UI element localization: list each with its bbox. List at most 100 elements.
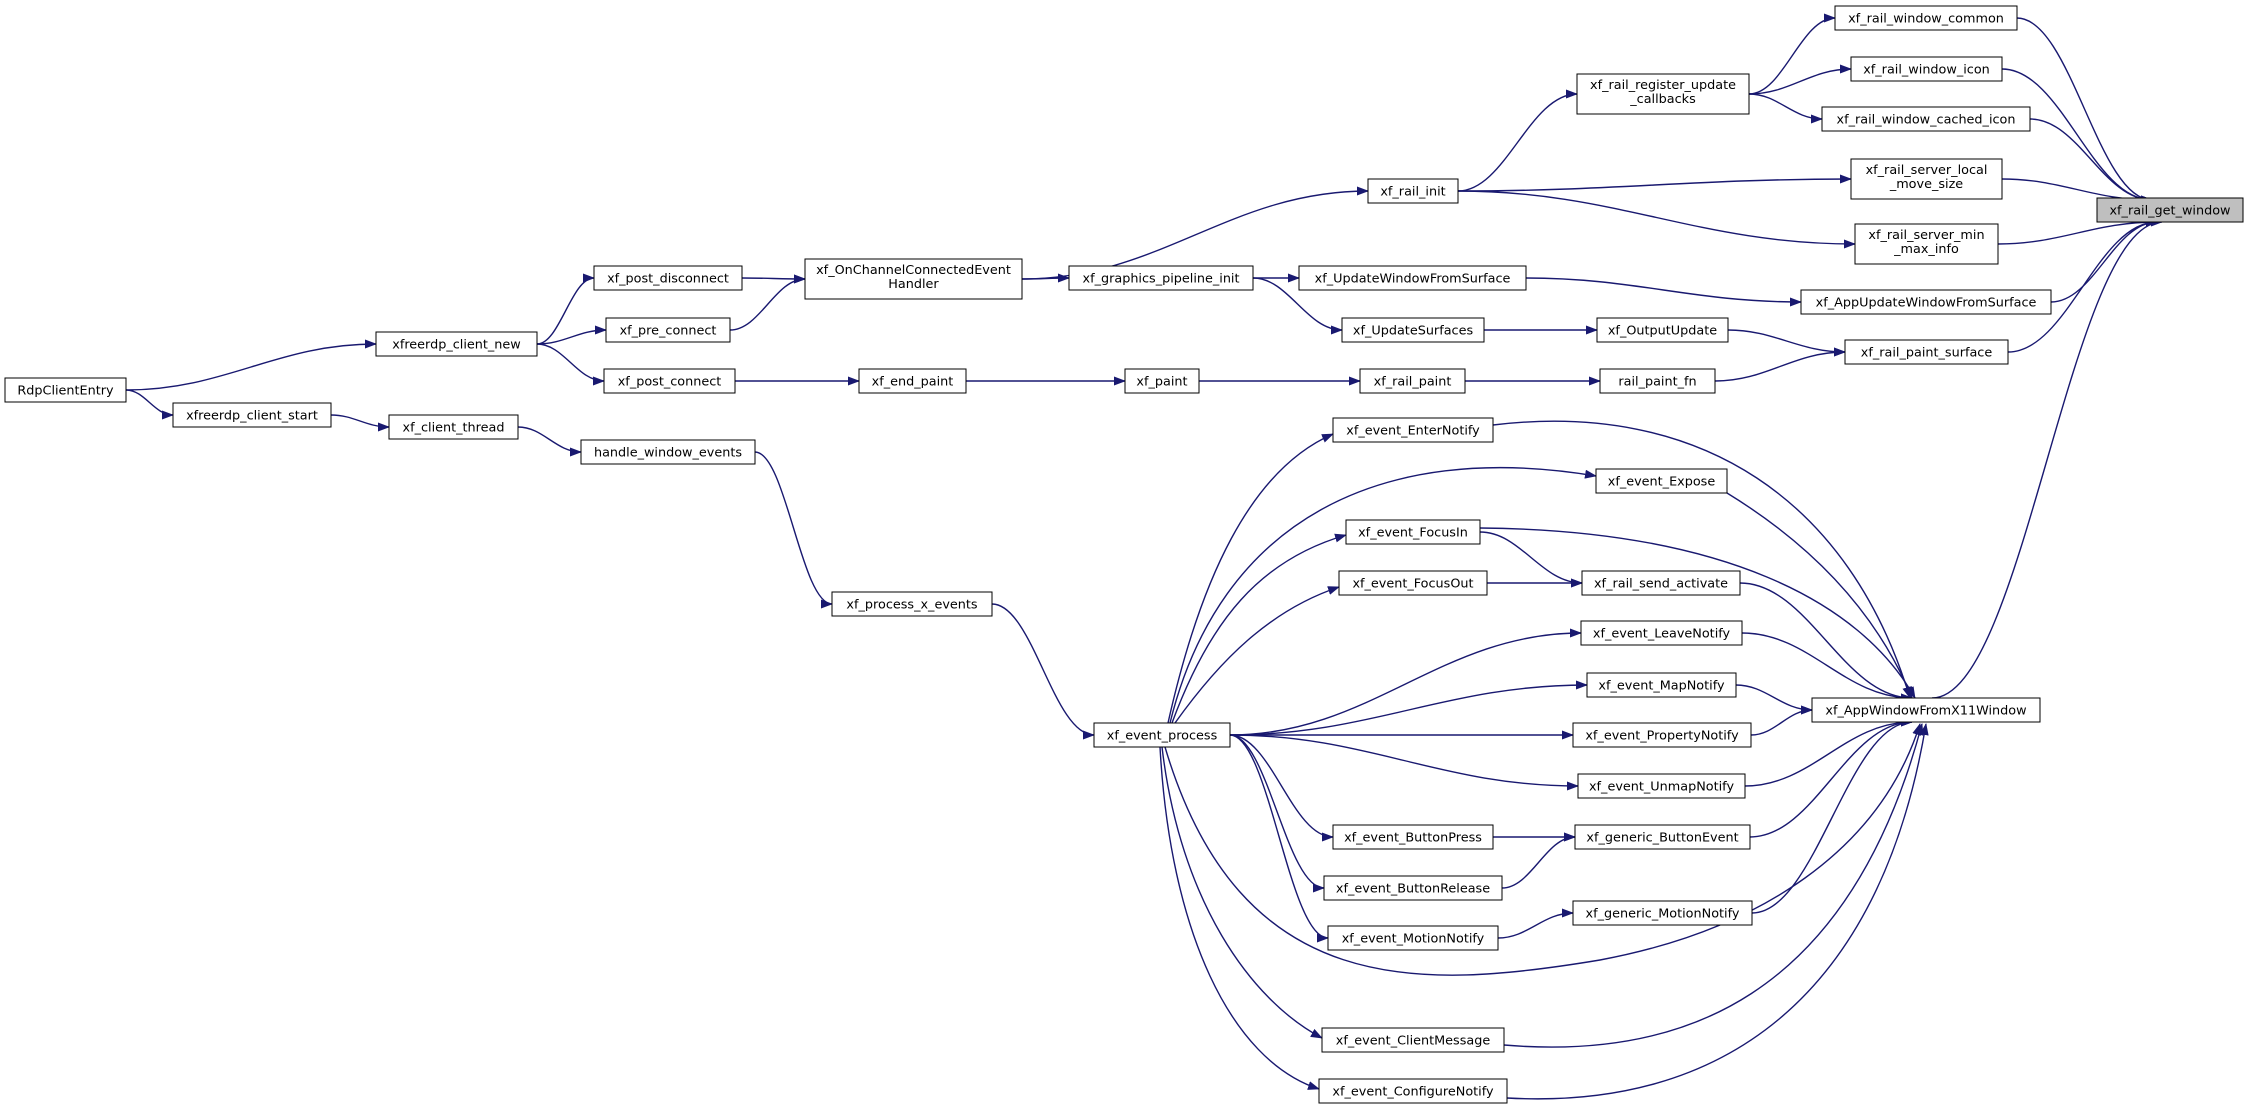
node-xf-event-expose[interactable]: xf_event_Expose	[1595, 468, 1728, 494]
node-label: xf_event_ButtonPress	[1344, 831, 1482, 846]
edge-rdpcliententry-to-xfreerdp-client-new	[125, 339, 377, 391]
node-rail-paint-fn[interactable]: rail_paint_fn	[1599, 368, 1716, 394]
edge-line	[1714, 347, 1846, 382]
node-xf-pre-connect[interactable]: xf_pre_connect	[605, 317, 731, 343]
node-xf-process-x-events[interactable]: xf_process_x_events	[831, 591, 993, 617]
node-rdpcliententry[interactable]: RdpClientEntry	[4, 377, 127, 403]
node-label: xf_post_disconnect	[607, 272, 729, 287]
node-xf-rail-window-cached-icon[interactable]: xf_rail_window_cached_icon	[1821, 106, 2031, 132]
node-xf-generic-buttonevent[interactable]: xf_generic_ButtonEvent	[1574, 824, 1751, 850]
node-xf-updatewindowfromsurface[interactable]: xf_UpdateWindowFromSurface	[1298, 265, 1527, 291]
edge-xf-event-process-to-xf-event-focusout	[1174, 586, 1340, 724]
node-xf-rail-paint-surface[interactable]: xf_rail_paint_surface	[1844, 339, 2009, 365]
edge-xf-client-thread-to-handle-window-events	[517, 426, 582, 457]
node-xf-event-process[interactable]: xf_event_process	[1093, 722, 1231, 748]
edge-xf-rail-init-to-xf-rail-register-update-callbacks	[1457, 89, 1578, 192]
node-xf-rail-send-activate[interactable]: xf_rail_send_activate	[1581, 570, 1741, 596]
edge-xf-rail-init-to-xf-rail-server-min-max-info	[1457, 190, 1856, 249]
node-box	[1093, 722, 1231, 748]
node-xf-event-clientmessage[interactable]: xf_event_ClientMessage	[1321, 1027, 1505, 1053]
node-label: xf_event_LeaveNotify	[1593, 627, 1731, 642]
node-xf-event-buttonpress[interactable]: xf_event_ButtonPress	[1332, 824, 1494, 850]
edge-xf-event-expose-to-xf-appwindowfromx11window	[1726, 492, 1913, 699]
edge-line	[1021, 273, 1070, 283]
edge-line	[1229, 734, 1325, 893]
node-xf-event-mapnotify[interactable]: xf_event_MapNotify	[1586, 672, 1737, 698]
edge-line	[1741, 632, 1913, 703]
node-box	[1586, 672, 1737, 698]
node-xf-event-enternotify[interactable]: xf_event_EnterNotify	[1332, 417, 1494, 443]
node-xf-event-focusin[interactable]: xf_event_FocusIn	[1345, 519, 1481, 545]
edge-xfreerdp-client-new-to-xf-pre-connect	[536, 325, 607, 345]
node-xf-outputupdate[interactable]: xf_OutputUpdate	[1596, 317, 1729, 343]
node-xf-event-focusout[interactable]: xf_event_FocusOut	[1338, 570, 1488, 596]
edge-line	[1748, 64, 1852, 95]
edge-xf-appupdatewindowfromsurface-to-xf-rail-get-window	[2050, 217, 2158, 303]
node-box	[1323, 875, 1503, 901]
node-xf-rail-paint[interactable]: xf_rail_paint	[1359, 368, 1466, 394]
node-handle-window-events[interactable]: handle_window_events	[580, 439, 756, 465]
node-xf-client-thread[interactable]: xf_client_thread	[388, 414, 519, 440]
edge-line	[1501, 832, 1576, 889]
edge-xf-event-process-to-xf-event-mapnotify	[1229, 680, 1588, 736]
edge-xf-rail-register-update-callbacks-to-xf-rail-window-icon	[1748, 64, 1852, 95]
node-label: xf_AppWindowFromX11Window	[1825, 704, 2026, 719]
node-xf-rail-window-common[interactable]: xf_rail_window_common	[1834, 5, 2018, 31]
edge-line	[1229, 734, 1329, 943]
edge-line	[1229, 734, 1579, 791]
node-xf-rail-register-update-callbacks[interactable]: xf_rail_register_update_callbacks	[1576, 73, 1750, 115]
node-label: xf_event_ButtonRelease	[1336, 882, 1490, 897]
edge-line	[1171, 533, 1347, 724]
node-xf-rail-server-local-move-size[interactable]: xf_rail_server_local_move_size	[1850, 158, 2003, 200]
node-xf-appupdatewindowfromsurface[interactable]: xf_AppUpdateWindowFromSurface	[1800, 289, 2052, 315]
node-box	[1811, 697, 2041, 723]
node-xf-updatesurfaces[interactable]: xf_UpdateSurfaces	[1341, 317, 1485, 343]
node-xf-event-unmapnotify[interactable]: xf_event_UnmapNotify	[1577, 773, 1746, 799]
node-xf-rail-server-min-max-info[interactable]: xf_rail_server_min_max_info	[1854, 223, 1999, 265]
node-xf-generic-motionnotify[interactable]: xf_generic_MotionNotify	[1572, 900, 1753, 926]
edge-line	[1174, 586, 1340, 724]
node-box	[1345, 519, 1481, 545]
edge-xf-process-x-events-to-xf-event-process	[991, 603, 1095, 740]
edge-xf-generic-motionnotify-to-xf-appwindowfromx11window	[1751, 717, 1913, 914]
node-xf-end-paint[interactable]: xf_end_paint	[858, 368, 967, 394]
node-label: xf_UpdateWindowFromSurface	[1315, 272, 1511, 287]
node-xf-rail-init[interactable]: xf_rail_init	[1367, 178, 1459, 204]
node-xf-graphics-pipeline-init[interactable]: xf_graphics_pipeline_init	[1068, 265, 1254, 291]
node-box	[1327, 925, 1499, 951]
node-xfreerdp-client-start[interactable]: xfreerdp_client_start	[172, 402, 332, 428]
node-xf-rail-window-icon[interactable]: xf_rail_window_icon	[1850, 56, 2003, 82]
node-label: xf_event_EnterNotify	[1346, 424, 1480, 439]
node-label: xf_graphics_pipeline_init	[1083, 272, 1240, 287]
node-box	[1332, 824, 1494, 850]
node-xf-paint[interactable]: xf_paint	[1124, 368, 1200, 394]
node-label: xfreerdp_client_new	[392, 338, 520, 353]
node-xf-event-propertynotify[interactable]: xf_event_PropertyNotify	[1572, 722, 1752, 748]
node-label: _move_size	[1889, 177, 1963, 192]
node-box	[375, 331, 538, 357]
node-xf-post-disconnect[interactable]: xf_post_disconnect	[593, 265, 743, 291]
edge-line	[1229, 734, 1334, 842]
edge-xfreerdp-client-new-to-xf-post-connect	[536, 343, 605, 386]
node-box	[1338, 570, 1488, 596]
node-xf-event-buttonrelease[interactable]: xf_event_ButtonRelease	[1323, 875, 1503, 901]
node-xf-post-connect[interactable]: xf_post_connect	[603, 368, 736, 394]
node-xf-event-motionnotify[interactable]: xf_event_MotionNotify	[1327, 925, 1499, 951]
edge-line	[125, 339, 377, 391]
edge-xf-pre-connect-to-xf-onchannelconnectedeventhandler	[729, 274, 806, 331]
node-xfreerdp-client-new[interactable]: xfreerdp_client_new	[375, 331, 538, 357]
node-xf-event-leavenotify[interactable]: xf_event_LeaveNotify	[1580, 620, 1743, 646]
node-box	[1821, 106, 2031, 132]
edge-line	[1751, 717, 1913, 914]
edge-line	[1744, 717, 1913, 787]
edge-xf-event-enternotify-to-xf-appwindowfromx11window	[1492, 420, 1912, 699]
edge-line	[1931, 217, 2163, 699]
node-label: _max_info	[1893, 242, 1959, 257]
node-label: Handler	[888, 277, 939, 292]
node-xf-rail-get-window[interactable]: xf_rail_get_window	[2096, 197, 2244, 223]
node-xf-appwindowfromx11window[interactable]: xf_AppWindowFromX11Window	[1811, 697, 2041, 723]
node-xf-event-configurenotify[interactable]: xf_event_ConfigureNotify	[1318, 1078, 1508, 1104]
edge-xf-event-process-to-xf-event-buttonpress	[1229, 734, 1334, 842]
